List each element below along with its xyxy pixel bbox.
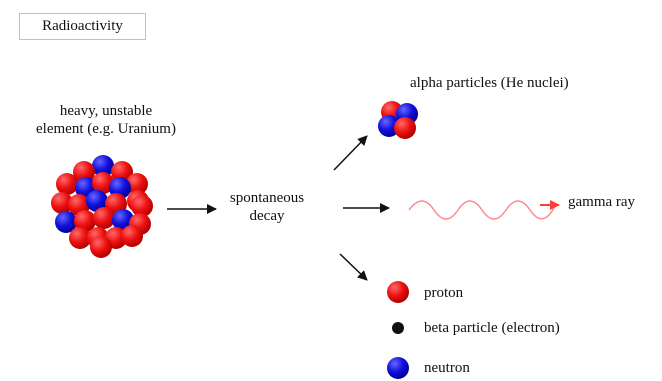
neutron-legend-icon bbox=[387, 357, 409, 379]
diagram-title: Radioactivity bbox=[19, 13, 146, 40]
proton-legend-icon bbox=[387, 281, 409, 303]
beta-particle-legend-icon bbox=[392, 322, 404, 334]
neutron-legend-label: neutron bbox=[424, 360, 470, 376]
heavy-element-label: heavy, unstable element (e.g. Uranium) bbox=[12, 102, 200, 138]
heavy-element-label-line2: element (e.g. Uranium) bbox=[36, 121, 176, 137]
decay-to-alpha-arrow bbox=[333, 135, 368, 171]
decay-label-line2: decay bbox=[249, 208, 285, 224]
decay-label-line1: spontaneous bbox=[229, 190, 305, 206]
proton-legend-label: proton bbox=[424, 285, 464, 301]
uranium-nucleus bbox=[51, 155, 153, 258]
decay-label: spontaneous decay bbox=[219, 189, 315, 225]
alpha-particles-label: alpha particles (He nuclei) bbox=[410, 75, 569, 91]
gamma-wave bbox=[408, 200, 555, 220]
gamma-ray-label: gamma ray bbox=[568, 194, 636, 210]
decay-to-legend-arrow bbox=[339, 253, 368, 281]
beta-particle-legend-label: beta particle (electron) bbox=[424, 320, 560, 336]
alpha-particle bbox=[378, 101, 418, 139]
heavy-element-label-line1: heavy, unstable bbox=[59, 103, 153, 119]
